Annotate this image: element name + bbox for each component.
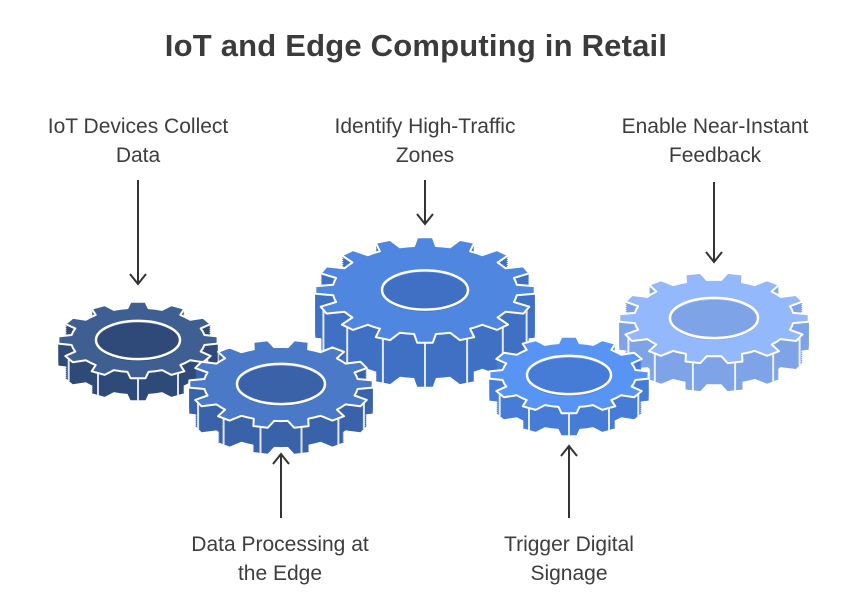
label-step-1: IoT Devices Collect Data [18, 112, 258, 170]
label-step-4: Trigger Digital Signage [467, 530, 671, 588]
gear-step-1 [57, 300, 219, 401]
label-step-2: Data Processing at the Edge [162, 530, 398, 588]
arrowhead-step-1 [129, 273, 147, 286]
arrowhead-step-5 [705, 251, 723, 264]
diagram-title: IoT and Edge Computing in Retail [164, 28, 668, 63]
gear-step-2 [188, 339, 374, 454]
label-step-5: Enable Near-Instant Feedback [593, 112, 837, 170]
gear-step-4 [488, 335, 650, 436]
label-step-2-line2: the Edge [237, 562, 323, 585]
label-step-4-line2: Signage [530, 562, 608, 585]
label-step-2-line1: Data Processing at [191, 533, 369, 556]
label-step-5-line1: Enable Near-Instant [621, 115, 809, 138]
label-step-1-line2: Data [115, 144, 161, 167]
label-step-3-line2: Zones [395, 144, 455, 167]
arrowhead-step-4 [560, 444, 578, 457]
gear-step-5 [618, 271, 810, 392]
arrowhead-step-3 [416, 213, 434, 226]
label-step-5-line2: Feedback [668, 144, 762, 167]
gear-step-3 [314, 236, 536, 387]
label-step-4-line1: Trigger Digital [504, 533, 634, 556]
label-step-3-line1: Identify High-Traffic [334, 115, 516, 138]
label-step-1-line1: IoT Devices Collect [47, 115, 229, 138]
arrowhead-step-2 [272, 452, 290, 465]
label-step-3: Identify High-Traffic Zones [303, 112, 547, 170]
